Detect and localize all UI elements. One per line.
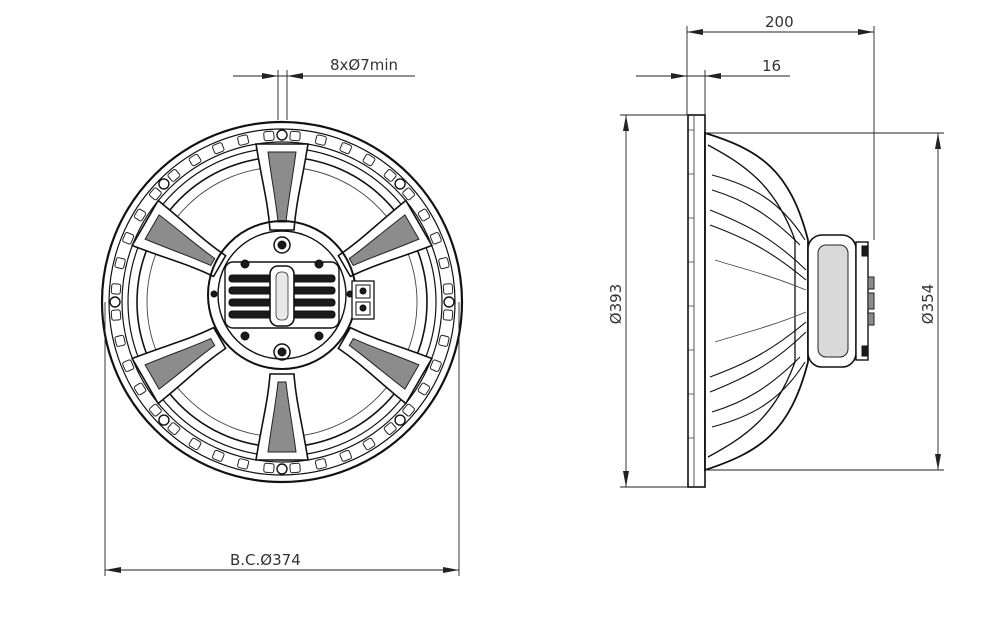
spoke	[131, 326, 227, 405]
mounting-hole	[158, 178, 170, 190]
flange-thickness-label: 16	[762, 57, 781, 75]
mounting-hole	[158, 414, 170, 426]
rim-slot	[314, 458, 327, 470]
mounting-hole	[443, 296, 455, 308]
basket-diameter-label: Ø354	[919, 284, 937, 324]
rim-slot	[402, 187, 415, 201]
front-view	[100, 120, 464, 484]
rim-slot	[167, 422, 181, 435]
rim-slot	[167, 169, 181, 182]
rim-slot	[133, 382, 147, 396]
motor-ring-inner	[217, 230, 347, 360]
motor-back-plate	[855, 241, 869, 361]
mounting-hole	[109, 296, 121, 308]
bolt-circle-label: B.C.Ø374	[230, 551, 301, 569]
rim-slot	[114, 257, 126, 270]
mounting-hole	[276, 463, 288, 475]
rim-slot	[149, 187, 162, 201]
rim-slot	[442, 283, 454, 295]
mounting-hole	[394, 414, 406, 426]
rim-slot	[383, 422, 397, 435]
rim-slot	[263, 130, 275, 142]
motor-fins	[861, 245, 875, 357]
mounting-hole	[394, 178, 406, 190]
rim-slot	[122, 232, 135, 245]
mounting-holes	[109, 129, 455, 475]
rim-slot	[237, 134, 250, 146]
rim-slot	[362, 437, 376, 451]
rim-slots	[110, 130, 454, 474]
gasket-ring	[121, 141, 443, 463]
spoke	[255, 143, 309, 231]
motor-bolts	[210, 236, 354, 361]
dimension-lines	[104, 26, 944, 576]
basket-outline	[704, 131, 809, 472]
spoke	[337, 199, 433, 278]
rim-slot	[188, 153, 202, 167]
depth-label: 200	[765, 13, 794, 31]
front-flange	[687, 114, 706, 488]
rim-slot	[110, 283, 122, 295]
rim-slot	[442, 309, 454, 321]
rim-slot	[149, 403, 162, 417]
rim-slot	[289, 130, 301, 142]
spoke	[131, 199, 227, 278]
rim-slot	[188, 437, 202, 451]
outer-frame-ring	[100, 120, 464, 484]
outer-frame-inner-ring	[108, 128, 456, 476]
rim-slot	[122, 359, 135, 372]
side-view	[687, 114, 875, 488]
terminal-block	[351, 280, 375, 320]
rim-slot	[114, 334, 126, 347]
rim-slot	[314, 134, 327, 146]
spoke	[337, 326, 433, 405]
rim-slot	[417, 208, 431, 222]
rim-slot	[362, 153, 376, 167]
rim-slot	[429, 232, 442, 245]
basket-spokes	[131, 143, 433, 461]
mounting-hole	[276, 129, 288, 141]
rim-slot	[402, 403, 415, 417]
spoke	[255, 373, 309, 461]
outer-diameter-label: Ø393	[607, 284, 625, 324]
basket-ribs	[709, 174, 807, 428]
rim-slot	[212, 142, 225, 155]
rim-slot	[212, 449, 225, 462]
rim-slot	[289, 462, 301, 474]
rim-slot	[263, 462, 275, 474]
hole-count-label: 8xØ7min	[330, 56, 398, 74]
rim-slot	[339, 449, 352, 462]
dimension-labels: 8xØ7min 200 16 Ø393 Ø354 B.C.Ø374	[230, 13, 937, 569]
rim-slot	[339, 142, 352, 155]
rim-slot	[417, 382, 431, 396]
rim-slot	[133, 208, 147, 222]
rim-slot	[429, 359, 442, 372]
rim-slot	[383, 169, 397, 182]
rim-slot	[438, 257, 450, 270]
rim-slot	[237, 458, 250, 470]
rim-slot	[438, 334, 450, 347]
rim-slot	[110, 309, 122, 321]
